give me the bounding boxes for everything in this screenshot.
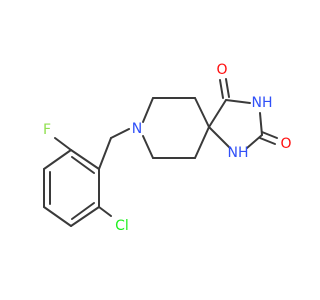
bond-cd-n <box>142 135 154 159</box>
bond-ring-4-double <box>71 202 95 220</box>
bond-ring-6 <box>70 149 100 170</box>
atom-nh-amide: NH <box>228 145 249 161</box>
atom-o-right: O <box>280 136 291 152</box>
bond-c4-o-a <box>219 79 224 99</box>
bonds <box>43 78 278 227</box>
bond-ring-3 <box>43 206 72 227</box>
atom-nh-imide: NH <box>252 95 273 111</box>
molecule-structure-diagram: N NH NH O O F Cl <box>43 62 292 234</box>
bond-c4-o-b <box>225 78 230 98</box>
bond-c-f <box>54 137 72 151</box>
bond-c2-o-a <box>261 131 278 139</box>
atom-f: F <box>43 122 51 138</box>
bond-n-ca <box>142 97 154 123</box>
atom-cl: Cl <box>115 218 129 234</box>
bond-ring-ch2 <box>98 137 112 170</box>
bond-cb-spiro <box>194 97 210 128</box>
bond-c2-n1 <box>246 134 263 149</box>
bond-c4-n3 <box>225 99 251 104</box>
bond-c-cl <box>98 206 112 217</box>
atom-o-top: O <box>216 62 227 78</box>
bond-ring-4 <box>70 206 100 227</box>
bond-c2-o-b <box>259 137 276 145</box>
bond-ring-1 <box>43 149 72 170</box>
bond-n1-spiro <box>208 126 231 149</box>
bond-spiro-cc <box>194 126 210 159</box>
bond-ch2-n <box>110 128 130 139</box>
atom-n-piperidine: N <box>132 121 142 137</box>
bond-spiro-c4 <box>208 99 227 128</box>
bond-ring-6-double <box>71 156 95 174</box>
atom-labels: N NH NH O O F Cl <box>43 62 292 234</box>
